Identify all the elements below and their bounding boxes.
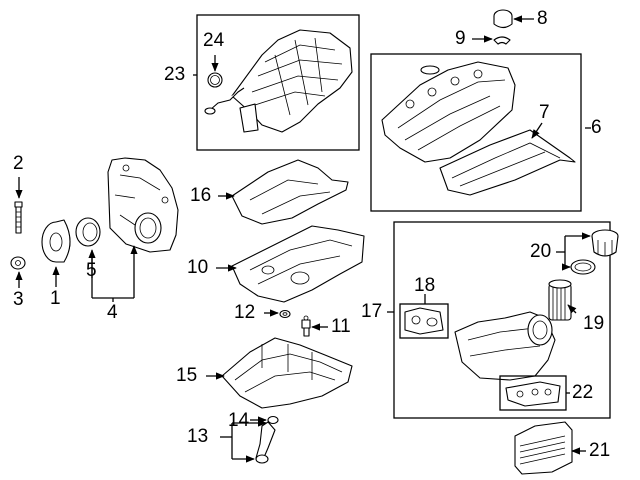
callout-5: 5 [86, 260, 97, 281]
callout-6: 6 [591, 117, 602, 138]
callout-7: 7 [539, 102, 550, 123]
oil-filler-cap-part[interactable] [493, 9, 513, 29]
washer-part[interactable] [10, 256, 26, 270]
oil-filter-housing-group-box [393, 221, 611, 419]
intake-manifold-part[interactable] [204, 29, 353, 133]
callout-9: 9 [455, 28, 466, 49]
oil-level-sensor-part[interactable] [255, 421, 276, 464]
oil-filter-element-part[interactable] [548, 279, 572, 321]
oil-cooler-gasket-part[interactable] [499, 375, 567, 411]
callout-23: 23 [164, 64, 185, 85]
timing-cover-part[interactable] [107, 157, 179, 253]
callout-13: 13 [187, 426, 208, 447]
pulley-bolt-part[interactable] [14, 201, 23, 234]
crankshaft-pulley-part[interactable] [41, 219, 71, 263]
oil-cooler-part[interactable] [514, 421, 573, 475]
valve-cover-group-box [370, 53, 582, 212]
callout-11: 11 [331, 316, 351, 337]
callout-21: 21 [589, 440, 610, 461]
leader-lines [15, 15, 591, 463]
drain-plug-washer-part[interactable] [279, 309, 291, 319]
callout-14: 14 [228, 410, 250, 431]
sensor-seal-ring-part[interactable] [267, 415, 279, 425]
callout-2: 2 [13, 153, 24, 174]
callout-24: 24 [203, 30, 225, 51]
intake-manifold-group-box [196, 14, 360, 151]
callout-22: 22 [572, 382, 593, 403]
callout-3: 3 [13, 289, 24, 310]
callout-labels: 1 2 3 4 5 6 7 8 9 10 11 12 13 14 15 16 1… [13, 8, 610, 461]
valve-cover-part[interactable] [381, 61, 516, 163]
callout-12: 12 [234, 302, 255, 323]
callout-10: 10 [187, 257, 208, 278]
crankshaft-seal-part[interactable] [75, 217, 101, 247]
callout-15: 15 [176, 365, 197, 386]
callout-19: 19 [583, 313, 604, 334]
callout-8: 8 [537, 8, 548, 29]
oil-pan-baffle-part[interactable] [231, 159, 349, 225]
callout-20: 20 [530, 241, 551, 262]
o-ring-part[interactable] [207, 72, 223, 88]
upper-oil-pan-part[interactable] [231, 225, 365, 303]
oil-filter-housing-part[interactable] [454, 311, 556, 381]
callout-1: 1 [50, 288, 61, 309]
callout-4: 4 [107, 302, 118, 323]
lower-oil-pan-part[interactable] [221, 337, 353, 409]
callout-18: 18 [414, 275, 435, 296]
filter-cap-o-ring-part[interactable] [570, 259, 596, 275]
filler-cap-seal-part[interactable] [493, 36, 511, 45]
drain-plug-part[interactable] [301, 315, 311, 337]
valve-cover-gasket-part[interactable] [439, 129, 576, 196]
callout-16: 16 [190, 185, 211, 206]
filter-housing-gasket-part[interactable] [399, 303, 449, 339]
callout-17: 17 [361, 301, 382, 322]
oil-filter-cap-part[interactable] [591, 229, 619, 257]
